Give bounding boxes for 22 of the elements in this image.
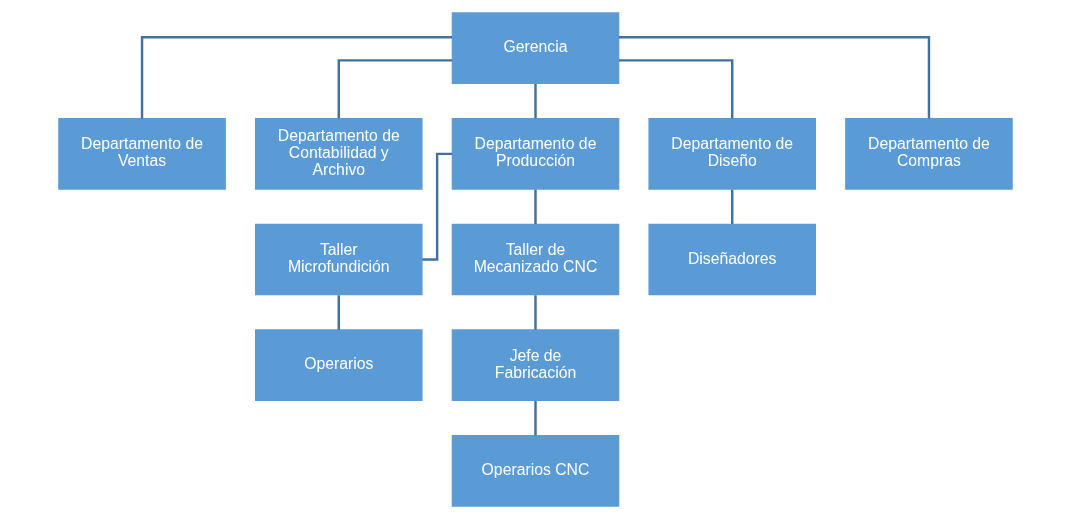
node-box: Taller Microfundición xyxy=(254,223,423,296)
node-box: Jefe de Fabricación xyxy=(451,329,619,401)
connector xyxy=(618,59,733,119)
connector xyxy=(533,295,537,330)
node-box: Departamento de Contabilidad y Archivo xyxy=(254,118,423,190)
connector xyxy=(337,59,452,119)
connector xyxy=(533,189,537,225)
node-box: Operarios CNC xyxy=(451,434,619,507)
connector xyxy=(533,400,537,436)
node-box: Departamento de Diseño xyxy=(647,118,816,190)
node-box: Departamento de Ventas xyxy=(57,118,226,190)
node-box: Operarios xyxy=(254,329,423,401)
node-box: Gerencia xyxy=(451,12,619,85)
connector xyxy=(618,36,930,119)
connector xyxy=(337,295,340,330)
node-box: Taller de Mecanizado CNC xyxy=(451,223,619,296)
node-box: Diseñadores xyxy=(647,223,816,296)
connector xyxy=(140,36,452,119)
node-box: Departamento de Compras xyxy=(844,118,1013,190)
connector xyxy=(730,189,733,225)
connector xyxy=(533,83,537,119)
node-box: Departamento de Producción xyxy=(451,118,619,190)
